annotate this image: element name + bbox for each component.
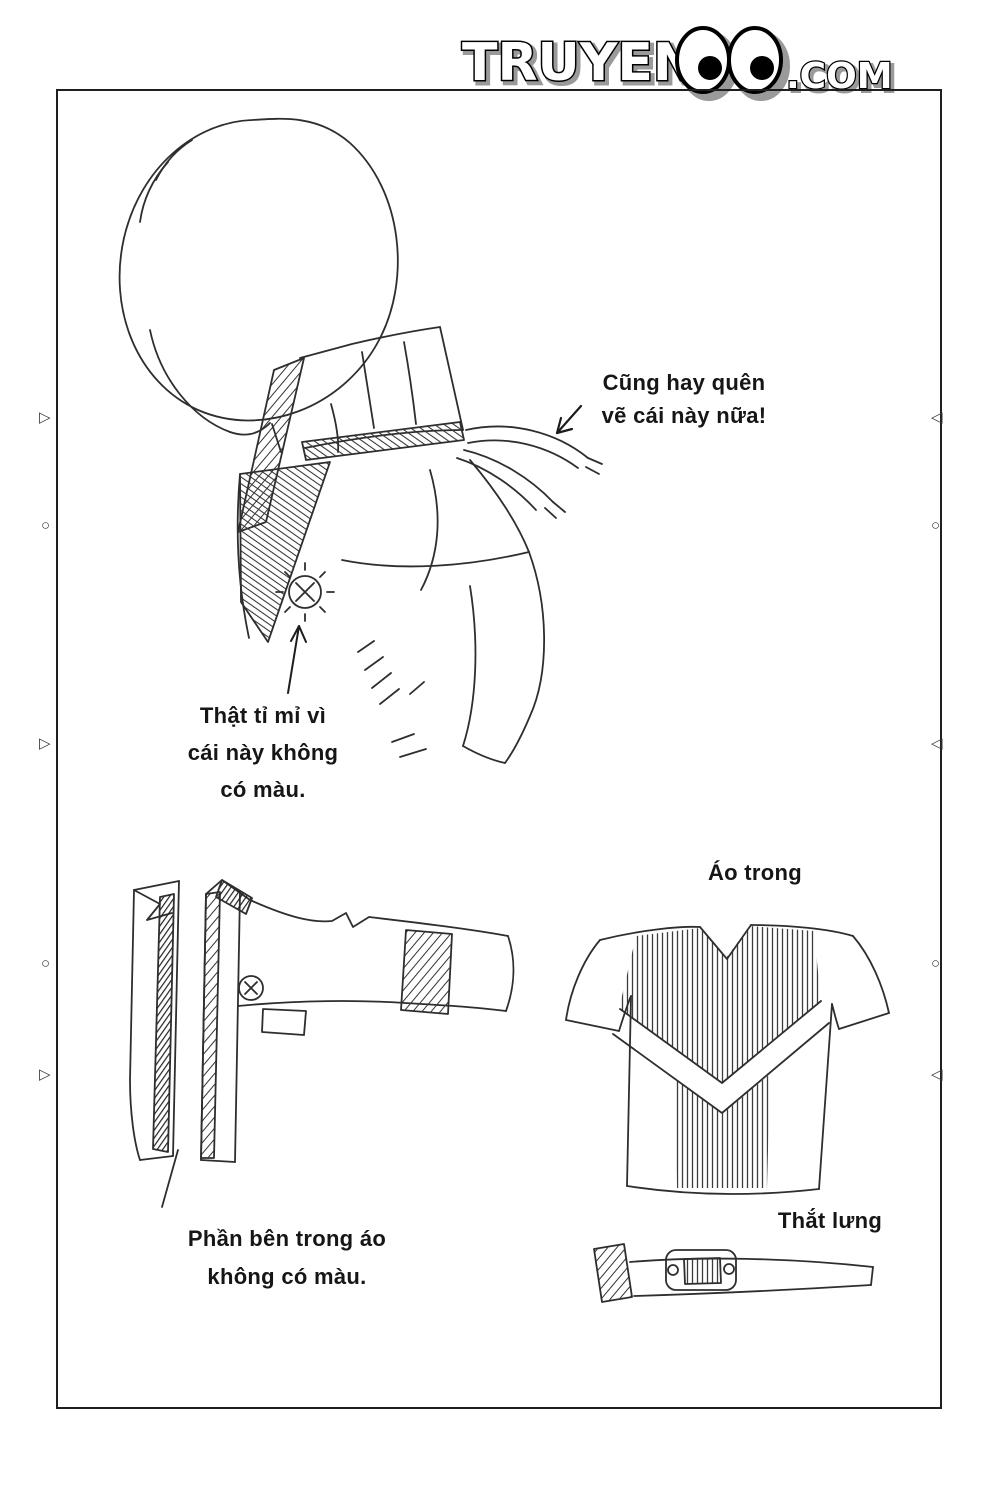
qq-eyes-icon <box>675 26 790 101</box>
inner-shirt-label: Áo trong <box>707 860 803 885</box>
inside-note-line: Phần bên trong áo <box>187 1226 387 1251</box>
button-note-line: Thật tỉ mỉ vì <box>199 703 327 728</box>
jacket-inside-sketch <box>129 879 515 1208</box>
collar-annotation-arrow <box>555 404 583 435</box>
registration-circle-icon: ○ <box>931 955 941 972</box>
collar-study-sketch <box>118 117 603 764</box>
registration-circle-icon: ○ <box>41 955 51 972</box>
collar-note-line: Cũng hay quên <box>602 370 766 395</box>
logo-suffix: .COM <box>786 56 893 97</box>
button-note-line: có màu. <box>220 777 306 802</box>
logo-word-shadow: TRUYEN <box>465 36 699 96</box>
collar-note-line: vẽ cái này nữa! <box>601 403 767 428</box>
belt-label: Thắt lưng <box>777 1208 883 1233</box>
site-logo: TRUYEN TRUYEN .COM .COM <box>460 24 910 102</box>
logo-word: TRUYEN <box>462 33 696 93</box>
registration-triangle-icon: ◁ <box>931 1066 943 1083</box>
inner-shirt-sketch <box>565 924 890 1195</box>
registration-triangle-icon: ◁ <box>931 409 943 426</box>
collar-note: Cũng hay quên vẽ cái này nữa! <box>588 366 780 432</box>
registration-triangle-icon: ▷ <box>39 409 51 426</box>
button-annotation-arrow <box>287 625 307 694</box>
registration-triangle-icon: ◁ <box>931 735 943 752</box>
button-note: Thật tỉ mỉ vì cái này không có màu. <box>178 697 348 808</box>
registration-triangle-icon: ▷ <box>39 735 51 752</box>
inside-note-line: không có màu. <box>207 1264 367 1289</box>
button-note-line: cái này không <box>187 740 339 765</box>
logo-suffix-shadow: .COM <box>789 59 896 100</box>
registration-circle-icon: ○ <box>41 517 51 534</box>
belt-sketch <box>593 1243 874 1303</box>
registration-circle-icon: ○ <box>931 517 941 534</box>
site-logo-graphic: TRUYEN TRUYEN .COM .COM <box>461 26 898 102</box>
page-border-frame <box>56 89 942 1409</box>
inside-note: Phần bên trong áo không có màu. <box>172 1220 402 1296</box>
registration-triangle-icon: ▷ <box>39 1066 51 1083</box>
